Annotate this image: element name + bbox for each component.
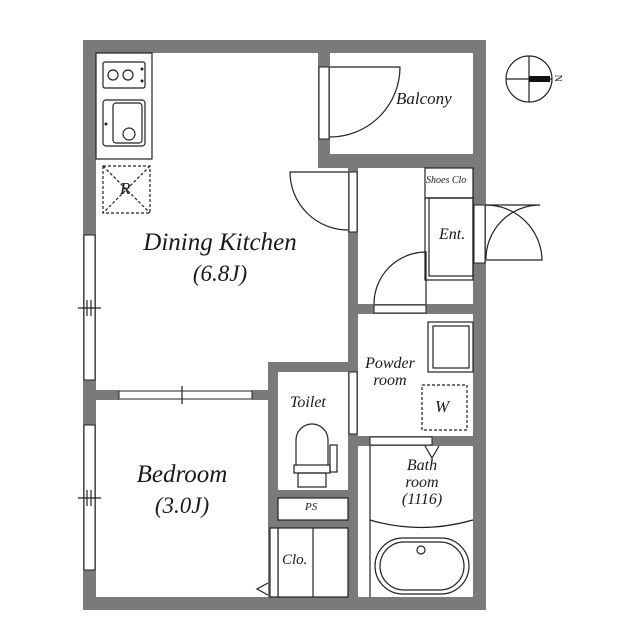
washer-label: W — [435, 397, 450, 416]
room-bathroom: Bath room (1116) — [390, 457, 454, 508]
room-entrance: Ent. — [439, 226, 466, 243]
room-label: (1116) — [401, 490, 443, 508]
fridge-label: R — [120, 179, 131, 198]
walls — [83, 40, 486, 610]
compass-needle-icon — [529, 76, 550, 82]
room-shoes-closet: Shoes Clo — [426, 175, 467, 186]
room-dining-kitchen: Dining Kitchen (6.8J) — [120, 229, 320, 287]
room-pipe-space: PS — [305, 501, 318, 513]
room-label: room — [373, 371, 407, 389]
room-label: Dining Kitchen — [143, 229, 297, 256]
compass-north-label: N — [551, 74, 563, 82]
room-closet: Clo. — [282, 552, 308, 568]
room-size: (6.8J) — [192, 261, 248, 287]
room-label: room — [405, 473, 439, 491]
room-label: Bedroom — [136, 461, 228, 488]
room-label: Bath — [406, 457, 438, 474]
room-balcony: Balcony — [396, 89, 452, 108]
room-toilet: Toilet — [290, 394, 326, 411]
room-label: Powder — [365, 355, 415, 372]
room-bedroom: Bedroom (3.0J) — [96, 461, 268, 519]
room-powder-room: Powder room — [358, 355, 422, 390]
room-size: (3.0J) — [154, 493, 210, 519]
